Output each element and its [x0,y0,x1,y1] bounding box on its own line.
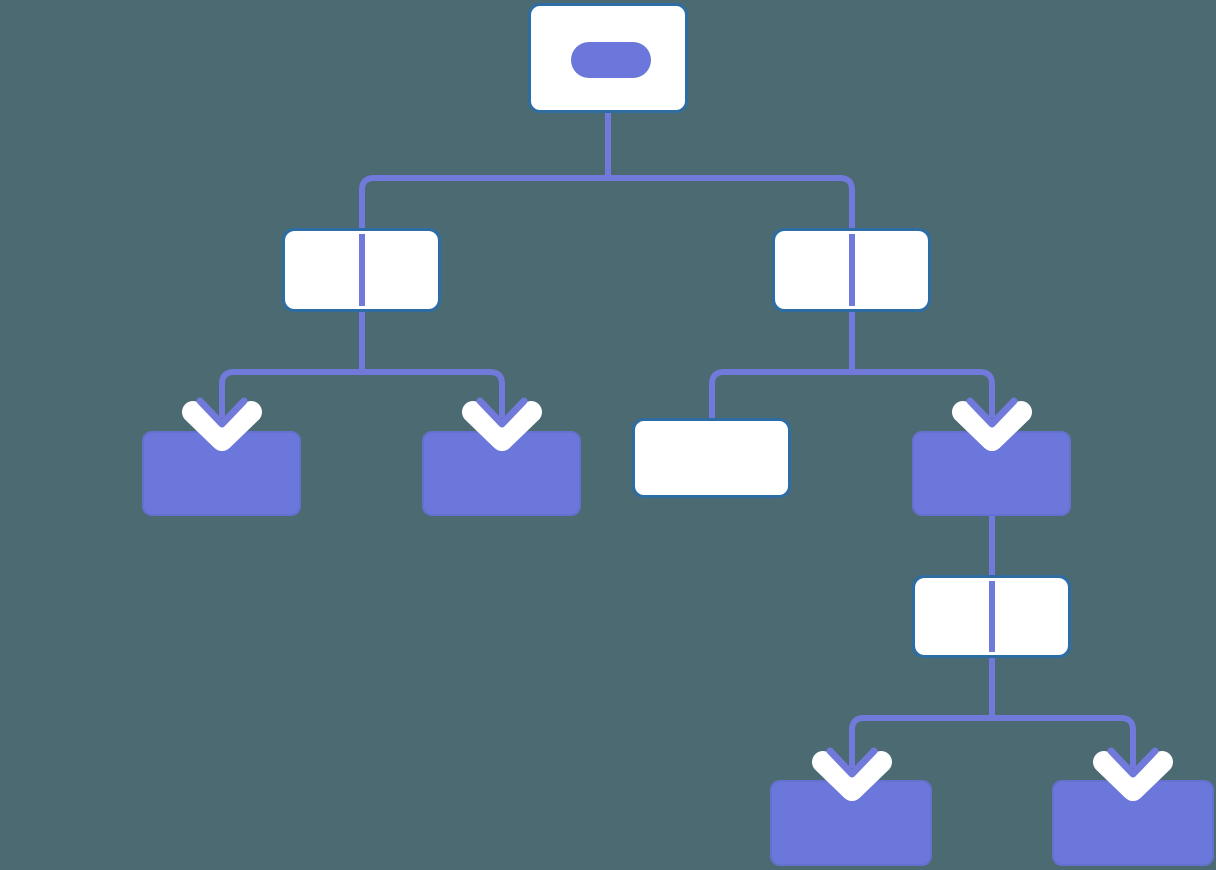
node-l2-right[interactable] [772,228,931,312]
node-l5-left[interactable] [770,780,932,866]
node-l2-left-label [285,231,438,309]
node-l5-left-label [772,782,930,864]
node-l3-a-label [144,433,299,514]
node-l3-d[interactable] [912,431,1071,516]
node-l5-right-label [1054,782,1212,864]
node-l2-right-label [775,231,928,309]
node-l4[interactable] [912,575,1071,658]
node-l3-c[interactable] [632,418,791,498]
node-l2-left[interactable] [282,228,441,312]
node-l5-right[interactable] [1052,780,1214,866]
node-l3-b[interactable] [422,431,581,516]
node-l4-label [915,578,1068,655]
node-root[interactable] [528,3,688,113]
node-l3-a[interactable] [142,431,301,516]
root-badge-pill [571,42,651,78]
node-l3-d-label [914,433,1069,514]
node-l3-c-label [635,421,788,495]
node-l3-b-label [424,433,579,514]
